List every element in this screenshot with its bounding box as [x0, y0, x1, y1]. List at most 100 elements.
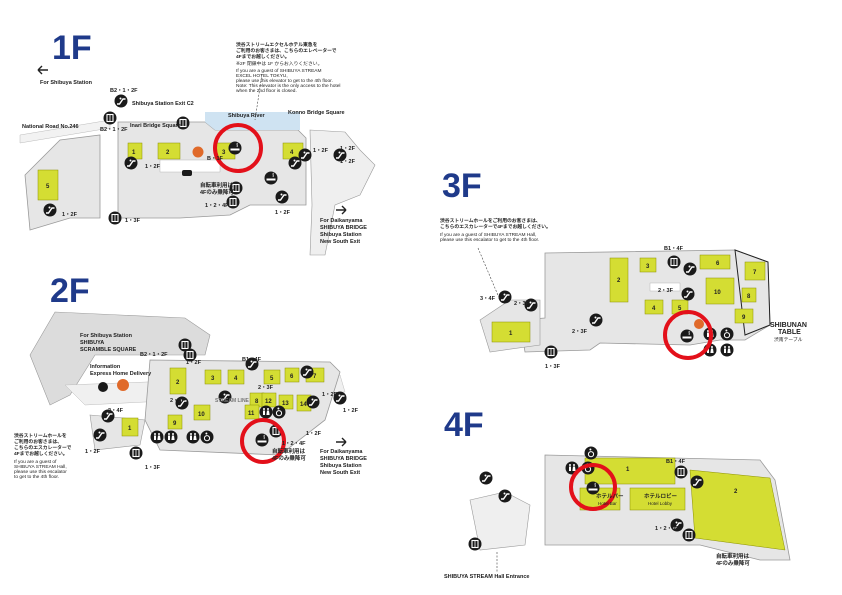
floor-3f-shop-numbers: 1 2 3 4 5 6 7 8 9 10: [509, 261, 757, 337]
floor-titles: 1F 2F 3F 4F: [50, 29, 484, 444]
label-2f-d: 2・3F: [258, 385, 274, 391]
escalator-1f-e-icon: [287, 155, 303, 171]
escalator-3f-d-icon: [680, 286, 696, 302]
shop-3f-3-num: 3: [646, 264, 650, 270]
shop-2f-7-num: 7: [313, 374, 317, 380]
escalator-1f-c-icon: [42, 202, 58, 218]
elevator-4f-a-icon: [673, 464, 689, 480]
label-2f-i: 1・2F: [322, 392, 338, 398]
floor-2f-shop-numbers: 1 2 3 4 5 6 7 8 9 10 11 12 13 14: [128, 374, 317, 432]
elevator-1f-b-icon: [102, 110, 118, 126]
floor-4f-title: 4F: [444, 406, 484, 444]
note-1f-en-2: EXCEL HOTEL TOKYU,: [236, 73, 288, 79]
highlight-circle-3f: [663, 310, 713, 360]
smoking-3f-icon: [680, 329, 694, 343]
label-1f-g: 1・2・4F: [205, 203, 229, 209]
label-2f-c: B1・4F: [242, 357, 262, 363]
brand-shibunan-2: TABLE: [778, 329, 801, 336]
shop-1f-3-num: 3: [222, 150, 226, 156]
label-for-shibuya-station: For Shibuya Station: [40, 80, 93, 86]
label-3f-b: 3・4F: [480, 296, 496, 302]
escalator-1f-b-icon: [123, 155, 139, 171]
shop-3f-4: [644, 299, 664, 315]
shop-3f-6-num: 6: [716, 261, 720, 267]
floor-1f-map: [19, 65, 376, 256]
shop-2f-8-num: 8: [255, 399, 259, 405]
shop-4f-2-num: 2: [734, 489, 738, 495]
info-2f-i-icon: [98, 382, 108, 392]
label-1f-d: 1・2F: [62, 212, 78, 218]
note-1f-jp-4: ※2F 閉鎖中は 1F からお入りください。: [236, 60, 322, 67]
shop-2f-13: [278, 394, 294, 410]
note-1f-en-5: when the 2nd floor is closed.: [236, 88, 297, 94]
shop-2f-5-num: 5: [270, 376, 274, 382]
info-2f-icon: [117, 379, 129, 391]
note-3f-leader: [477, 247, 501, 301]
shop-2f-12-num: 12: [265, 399, 272, 405]
smoking-1f-icon: [228, 141, 242, 155]
label-2f-right-1: For Daikanyama: [320, 449, 363, 455]
label-1f-right-4: New South Exit: [320, 239, 360, 245]
shop-3f-stage: [649, 282, 681, 292]
escalator-4f-c-icon: [478, 470, 494, 486]
floor-1f-labels: For Shibuya Station National Road No.246…: [22, 80, 367, 245]
brand-shibunan-1: SHIBUNAN: [770, 322, 807, 329]
shop-1f-5-num: 5: [46, 184, 50, 190]
arrow-right-1f-icon: [336, 205, 347, 215]
elevator-1f-c-icon: [107, 210, 123, 226]
label-1f-k: 1・2F: [340, 159, 356, 165]
label-2f-b: 1・2F: [186, 360, 202, 366]
floor-3f-note: 渋谷ストリームホールをご利用のお客さまは、 こちらのエスカレーターで4Fまでお越…: [440, 217, 551, 243]
escalator-3f-c-icon: [588, 312, 604, 328]
wheelchair-3f-icon: [720, 327, 734, 341]
floor-3f-map: [477, 247, 771, 360]
floor-1f-title: 1F: [52, 29, 92, 67]
label-4f-hotel-lobby-jp: ホテルロビー: [644, 492, 678, 500]
smoking-2f-icon: [255, 433, 269, 447]
shop-4f-lobby: [629, 487, 686, 511]
shop-3f-10-num: 10: [714, 290, 721, 296]
floor-2f-labels: For Shibuya Station SHIBUYA SCRAMBLE SQU…: [80, 333, 367, 476]
elevator-4f-c-icon: [467, 536, 483, 552]
shop-2f-3: [204, 369, 222, 385]
shop-3f-7: [744, 261, 766, 281]
shop-3f-7-num: 7: [753, 270, 757, 276]
note-2f-en-2: SHIBUYA STREAM Hall,: [14, 464, 67, 470]
note-2f-jp-2: ご利用のお客さまは、: [14, 438, 62, 445]
label-1f-e: 1・2F: [313, 148, 329, 154]
label-inari-square: Inari Bridge Square: [130, 123, 181, 129]
elevator-4f-b-icon: [681, 527, 697, 543]
floor-4f-map: [467, 446, 791, 572]
label-4f-bike-2: 4Fのみ乗降可: [716, 559, 750, 567]
label-4f-hotel-lobby-en: Hotel Lobby: [648, 501, 673, 506]
note-2f-en-3: please use this escalator: [14, 469, 67, 475]
label-3f-f: 1・3F: [545, 364, 561, 370]
label-4f-b: 1・2・4F: [655, 526, 679, 532]
floor-2f-title: 2F: [50, 272, 90, 310]
label-konno-1: Konno Bridge Square: [288, 110, 345, 116]
restroom-2f-b-icon: [164, 430, 178, 444]
note-1f-en-4: Note: This elevator is the only access t…: [236, 83, 340, 89]
note-3f-jp-1: 渋谷ストリームホールをご利用のお客さまは、: [440, 217, 541, 224]
note-1f-en-3: please use this elevator to get to the 4…: [236, 78, 333, 84]
label-4f-bike-1: 自転車利用は: [716, 552, 750, 560]
label-1f-right-2: SHIBUYA BRIDGE: [320, 225, 367, 231]
label-2f-station-3: SCRAMBLE SQUARE: [80, 347, 137, 353]
shop-2f-10: [193, 404, 211, 421]
floor-3f-east-outline: [734, 249, 771, 336]
note-2f-en-4: to get to the 4th floor.: [14, 474, 59, 480]
label-1f-right-3: Shibuya Station: [320, 232, 362, 238]
shop-2f-9-num: 9: [173, 421, 177, 427]
floor-1f-west-block: [24, 134, 101, 231]
label-1f-f: 1・2F: [340, 146, 356, 152]
shop-3f-9-num: 9: [742, 315, 746, 321]
shop-2f-4: [227, 369, 245, 385]
shop-3f-10: [705, 277, 735, 305]
label-1f-bike-2: 4Fのみ乗降可: [200, 188, 234, 196]
label-1f-a: B2・1・2F: [110, 88, 138, 94]
note-3f-en-1: If you are a guest of SHIBUYA STREAM Hal…: [440, 232, 536, 238]
escalator-2f-e-icon: [92, 427, 108, 443]
note-3f-en-2: please use this escalator to get to the …: [440, 237, 539, 243]
info-1f-icon: [192, 146, 204, 158]
